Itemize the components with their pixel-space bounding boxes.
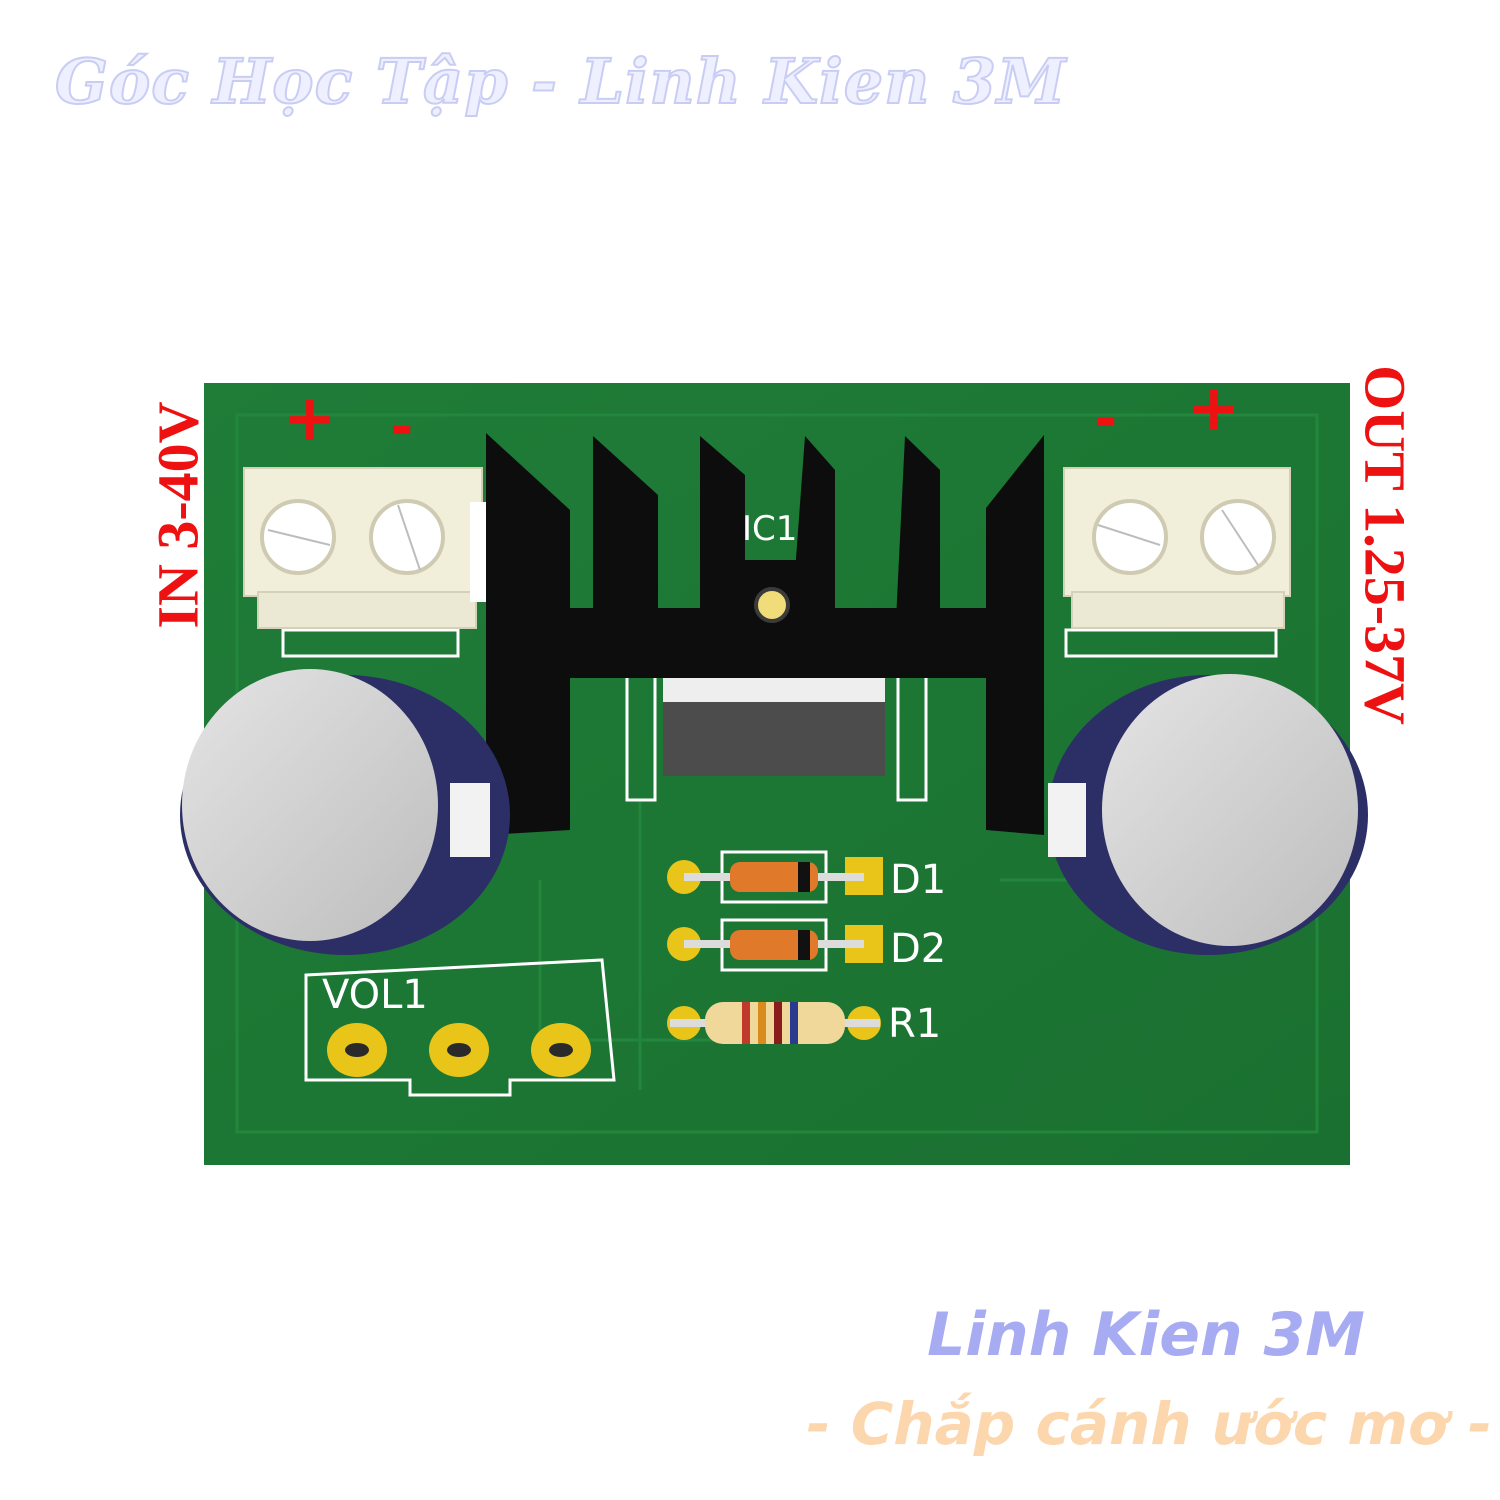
input-capacitor <box>180 669 510 955</box>
regulator-ic <box>663 672 885 776</box>
output-capacitor <box>1048 674 1368 955</box>
output-minus-label: - <box>1094 387 1118 452</box>
input-minus-label: - <box>390 395 414 460</box>
output-voltage-label: OUT 1.25-37V <box>1352 365 1418 725</box>
output-terminal-block <box>1063 467 1291 658</box>
heatsink <box>486 433 1044 835</box>
r1-designator: R1 <box>888 1001 941 1047</box>
watermark-top-text: Góc Học Tập - Linh Kien 3M <box>54 44 1067 119</box>
ic-designator: IC1 <box>742 509 797 549</box>
diode-d1 <box>667 850 883 904</box>
input-plus-label: + <box>283 382 337 456</box>
d2-designator: D2 <box>890 926 946 972</box>
slogan-text: - Chắp cánh ước mơ - <box>806 1390 1492 1458</box>
potentiometer-vol1 <box>304 958 616 1097</box>
input-terminal-block <box>243 467 486 658</box>
resistor-r1 <box>667 1002 881 1044</box>
heatsink-screw <box>754 587 790 623</box>
input-voltage-label: IN 3-40V <box>145 401 211 629</box>
d1-designator: D1 <box>890 857 946 903</box>
vol1-designator: VOL1 <box>322 972 428 1018</box>
diode-d2 <box>667 918 883 972</box>
brand-text: Linh Kien 3M <box>927 1300 1365 1370</box>
output-plus-label: + <box>1187 372 1241 446</box>
